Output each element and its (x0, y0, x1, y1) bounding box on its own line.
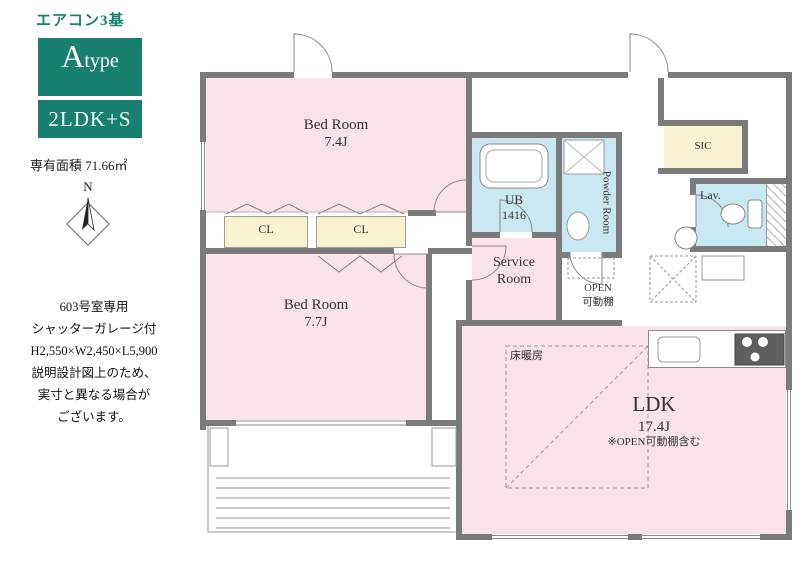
bedroom1-label: Bed Room 7.4J (246, 116, 426, 151)
wall (742, 120, 748, 174)
balcony-outline (207, 426, 456, 533)
open-shelf-niche (567, 257, 615, 279)
bedroom2-size: 7.7J (304, 315, 328, 331)
remark-line: シャッターガレージ付 (31, 322, 157, 336)
bedroom2-label: Bed Room 7.7J (226, 296, 406, 331)
compass-north-label: N (83, 179, 93, 194)
bedroom2-name: Bed Room (283, 297, 349, 313)
wall (200, 72, 206, 430)
service-room-line2: Room (496, 272, 532, 288)
wall (602, 252, 622, 258)
wall (200, 72, 294, 78)
ldk-size: 17.4J (637, 418, 671, 435)
wall (408, 210, 436, 216)
room-bedroom1 (206, 78, 466, 212)
wall (532, 232, 562, 238)
ldk-note: ※OPEN可動棚含む (607, 435, 701, 448)
closet2-label: CL (353, 222, 369, 236)
unit-bath-name: UB (504, 192, 524, 207)
wall (456, 320, 622, 326)
wall (690, 178, 696, 195)
service-room-label: Service Room (472, 254, 556, 288)
ldk-label: LDK 17.4J ※OPEN可動棚含む (578, 392, 730, 449)
closet1-label: CL (258, 222, 274, 236)
refrigerator-space (649, 255, 697, 303)
wall (332, 72, 628, 78)
compass-needle-dark (82, 198, 88, 230)
compass-icon: N (66, 179, 110, 246)
room-bedroom2 (206, 254, 426, 420)
wall (466, 132, 622, 138)
wall (786, 72, 792, 540)
wall (616, 132, 622, 258)
area-value: 71.66㎡ (85, 158, 128, 173)
remark-line: 603号室専用 (59, 300, 129, 314)
shutter-garage (207, 426, 457, 533)
bedroom1-window-door-arc (293, 33, 333, 73)
wall (658, 120, 748, 126)
remark-line: 実寸と異なる場合が (37, 388, 151, 402)
pipe-shaft (766, 184, 786, 246)
plan-type-badge: 2LDK+S (38, 100, 142, 138)
wall (456, 534, 792, 540)
wall (466, 212, 472, 246)
wall (658, 168, 748, 174)
wall (426, 254, 432, 426)
remark-line: 説明設計図上のため、 (31, 366, 157, 380)
kitchen-counter (648, 330, 786, 368)
compass-needle-light (87, 197, 95, 232)
wall (556, 232, 562, 326)
open-shelf-label: OPEN 可動棚 (566, 282, 630, 309)
room-sic (664, 126, 742, 168)
remark-line: H2,550×W2,450×L5,900 (30, 344, 158, 358)
remark-line: ございます。 (57, 410, 131, 424)
wall (466, 280, 472, 326)
compass-diamond (66, 202, 110, 246)
wall (658, 78, 664, 126)
bedroom1-size: 7.4J (324, 135, 348, 151)
service-room-line1: Service (493, 255, 535, 270)
lavatory-label: Lav. (700, 188, 721, 202)
aircon-note: エアコン3基 (36, 13, 125, 29)
remarks: 603号室専用 シャッターガレージ付 H2,550×W2,450×L5,900 … (6, 296, 182, 428)
floor-heating-label: 床暖房 (510, 350, 543, 362)
wall (466, 78, 472, 212)
wall (556, 252, 570, 258)
powder-room-door-arc (569, 251, 603, 285)
wall (690, 246, 792, 252)
sic-label: SIC (694, 140, 712, 152)
powder-room-label: Powder Room (600, 170, 613, 235)
area-label: 専有面積 (30, 158, 83, 173)
wall (456, 326, 462, 534)
open-shelf-line1: OPEN (584, 283, 612, 294)
wall (206, 420, 456, 426)
cupboard (701, 255, 745, 281)
room-closet2 (316, 216, 406, 248)
wall (206, 248, 394, 254)
wall (556, 132, 562, 232)
balcony-post-left (209, 427, 229, 467)
type-badge-rest: type (84, 50, 119, 72)
wall (690, 178, 792, 184)
entrance-door-arc (629, 33, 669, 73)
unit-bath-size: 1416 (502, 207, 526, 222)
ldk-name: LDK (632, 392, 676, 416)
room-closet1 (224, 216, 308, 248)
type-badge-letter: A (61, 38, 85, 74)
plan-type-text: 2LDK+S (48, 106, 132, 131)
wall (428, 248, 472, 254)
bedroom1-name: Bed Room (303, 117, 369, 133)
balcony-post-right (431, 427, 457, 467)
wall (668, 72, 792, 78)
shutter-lines (216, 477, 450, 529)
open-shelf-line2: 可動棚 (582, 296, 614, 308)
wall (466, 232, 500, 238)
unit-bath-label: UB 1416 (472, 192, 556, 222)
area-text: 専有面積 71.66㎡ (30, 158, 190, 174)
